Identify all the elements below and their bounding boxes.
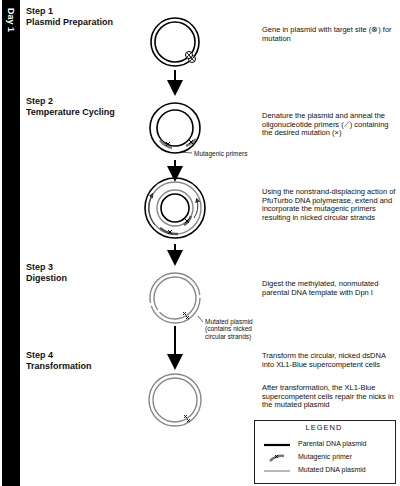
day-band: Day 1 <box>2 0 20 486</box>
legend-sample <box>262 466 292 476</box>
legend-sample <box>262 453 292 463</box>
step-number: Step 4 <box>26 350 136 360</box>
legend-text: Parental DNA plasmid <box>298 440 392 447</box>
step-number: Step 1 <box>26 6 136 16</box>
legend-text: Mutated DNA plasmid <box>298 466 392 473</box>
step-description: Using the nonstrand-displacing action of… <box>262 188 396 223</box>
step-description: Gene in plasmid with target site (⊗) for… <box>262 26 396 43</box>
step-title: Temperature Cycling <box>26 107 136 117</box>
callout-label: Mutagenic primers <box>194 150 254 157</box>
step-title: Digestion <box>26 273 136 283</box>
step-number: Step 2 <box>26 96 136 106</box>
step-title: Plasmid Preparation <box>26 17 136 27</box>
legend-title: LEGEND <box>256 424 392 433</box>
step-title: Transformation <box>26 361 136 371</box>
step-description: Denature the plasmid and anneal the olig… <box>262 112 396 138</box>
legend-text: Mutagenic primer <box>298 453 392 460</box>
step-number: Step 3 <box>26 262 136 272</box>
step-description: After transformation, the XL1-Blue super… <box>262 384 396 410</box>
callout-label: Mutated plasmid (contains nicked circula… <box>205 318 263 340</box>
step-description: Digest the methylated, nonmutated parent… <box>262 280 396 297</box>
step-description: Transform the circular, nicked dsDNA int… <box>262 352 396 369</box>
day-label: Day 1 <box>6 8 16 32</box>
legend-sample <box>262 440 292 450</box>
